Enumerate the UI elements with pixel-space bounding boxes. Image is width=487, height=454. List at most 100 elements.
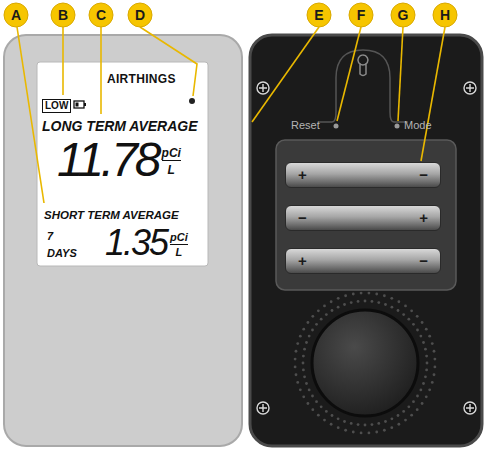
grill-dot — [360, 431, 363, 434]
grill-dot — [331, 414, 334, 417]
grill-dot — [357, 300, 360, 303]
callout-letter: B — [51, 3, 75, 27]
grill-dot — [397, 414, 400, 417]
callout-letter: H — [433, 3, 457, 27]
grill-dot — [412, 400, 415, 403]
grill-dot — [357, 423, 360, 426]
callout-circle — [433, 3, 457, 27]
lcd-screen: AIRTHINGSLOWLONG TERM AVERAGE11.78pCiLSH… — [37, 62, 208, 266]
grill-dot — [425, 369, 428, 372]
grill-dot — [337, 417, 340, 420]
grill-dot — [407, 318, 410, 321]
callout-circle — [128, 3, 152, 27]
screw — [257, 402, 269, 414]
callout-circle — [391, 3, 415, 27]
grill-dot — [431, 381, 434, 384]
back-housing — [250, 35, 482, 446]
screw — [464, 82, 476, 94]
grill-dot — [294, 366, 297, 369]
grill-dot — [302, 355, 305, 358]
grill-dot — [302, 328, 305, 331]
grill-dot — [371, 300, 374, 303]
battery-icon — [74, 101, 84, 108]
grill-dot — [311, 329, 314, 332]
grill-dot — [384, 303, 387, 306]
screw-slot — [466, 404, 474, 412]
grill-dot — [302, 395, 305, 398]
callout-letter: D — [128, 3, 152, 27]
grill-dot — [391, 306, 394, 309]
grill-dot — [390, 297, 393, 300]
grill-dot — [295, 350, 298, 353]
screw — [464, 402, 476, 414]
grill-dot — [421, 402, 424, 405]
grill-dot — [368, 431, 371, 434]
grill-dot — [294, 358, 297, 361]
grill-dot — [364, 300, 367, 303]
long-term-heading: LONG TERM AVERAGE — [42, 118, 198, 134]
grill-dot — [317, 414, 320, 417]
grill-dot — [296, 381, 299, 384]
grill-dot — [383, 429, 386, 432]
grill-dot — [299, 335, 302, 338]
screw-slot — [259, 404, 267, 412]
keyhole — [358, 55, 368, 76]
grill-dot — [295, 373, 298, 376]
screw-slot — [259, 84, 267, 92]
polarity-sign: − — [419, 166, 428, 184]
polarity-sign: + — [298, 252, 307, 270]
grill-dot — [311, 395, 314, 398]
grill-dot — [343, 303, 346, 306]
grill-dot — [307, 402, 310, 405]
front-housing — [4, 35, 242, 446]
grill-dot — [352, 293, 355, 296]
grill-dot — [391, 417, 394, 420]
brand-logo: AIRTHINGS — [107, 72, 176, 86]
grill-dot — [308, 335, 311, 338]
leader-line — [421, 27, 445, 161]
screws — [257, 82, 476, 414]
grill-dot — [426, 362, 429, 365]
hanging-tab — [318, 50, 408, 122]
battery-compartment — [276, 140, 456, 290]
grill-dot — [317, 309, 320, 312]
grill-dot — [375, 431, 378, 434]
grill-dot — [302, 369, 305, 372]
callout-circle — [307, 3, 331, 27]
grill-dot — [331, 309, 334, 312]
callout-letter: A — [4, 3, 28, 27]
screw-slot — [466, 84, 474, 92]
grill-dot — [296, 342, 299, 345]
button-label: Reset — [291, 119, 320, 131]
round-button — [312, 310, 418, 416]
grill-dot — [416, 395, 419, 398]
grill-dot — [377, 422, 380, 425]
grill-dot — [344, 294, 347, 297]
grill-dot — [350, 422, 353, 425]
days-indicator: 7 DAYS — [47, 228, 77, 262]
grill-dot — [416, 329, 419, 332]
grill-dot — [428, 388, 431, 391]
long-term-value: 11.78 — [57, 136, 159, 184]
callout-letter: G — [391, 3, 415, 27]
polarity-sign: − — [419, 252, 428, 270]
short-term-value: 1.35 — [105, 225, 167, 261]
grill-dot — [397, 300, 400, 303]
unit-numerator: pCi — [170, 230, 188, 245]
grill-dot — [416, 408, 419, 411]
grill-dot — [431, 342, 434, 345]
grill-dot — [315, 323, 318, 326]
grill-dot — [305, 382, 308, 385]
leader-lines — [17, 27, 445, 203]
battery: +− — [285, 162, 441, 188]
callout-circle — [4, 3, 28, 27]
sensor-dot — [189, 98, 195, 104]
grill-dot — [337, 306, 340, 309]
grill-dot — [421, 321, 424, 324]
grill-dot — [425, 355, 428, 358]
grill-dot — [404, 419, 407, 422]
grill-dot — [412, 323, 415, 326]
grill-dot — [425, 395, 428, 398]
grill-dot — [390, 426, 393, 429]
callout-circle — [51, 3, 75, 27]
